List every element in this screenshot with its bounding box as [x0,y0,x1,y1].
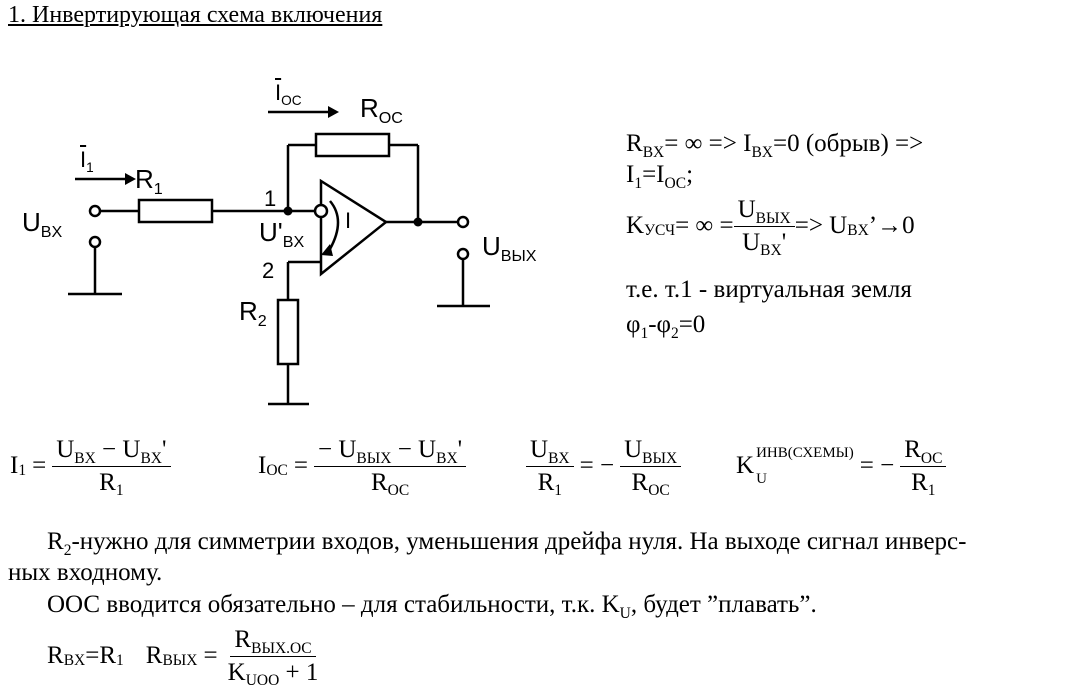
side-line-1: RBX= ∞ => IBX=0 (обрыв) => [626,130,924,161]
opamp-triangle [319,178,389,277]
output-terminal [456,215,470,229]
output-ground-terminal [456,247,470,261]
roc-label: ROC [360,93,403,128]
ioc-label: IOC [275,80,302,109]
side-line-5: φ1-φ2=0 [626,311,706,342]
paragraph-ooc: ООС вводится обязательно – для стабильно… [47,591,817,622]
uin-label: UBX [22,207,63,242]
r2-label: R2 [239,296,267,331]
resistor-roc [314,132,391,158]
node-2-label: 2 [262,258,275,283]
side-line-4: т.е. т.1 - виртуальная земля [626,276,912,303]
paragraph-r2-line2: ных входному. [8,559,163,586]
resistor-r2 [276,298,300,366]
opamp-mark: I [345,208,352,233]
i1-label: I1 [80,147,94,176]
uin-prime-label: U'BX [259,217,305,252]
input-ground-terminal [88,235,102,249]
paragraph-r2-line1: R2-нужно для симметрии входов, уменьшени… [47,528,967,559]
side-line-2: I1=IOC; [626,161,694,192]
input-terminal [88,204,102,218]
resistor-r1 [137,198,214,224]
uout-label: UBЫX [482,231,537,266]
page-title: 1. Инвертирующая схема включения [8,2,383,28]
r1-label: R1 [135,164,163,199]
node-1-label: 1 [264,186,277,211]
